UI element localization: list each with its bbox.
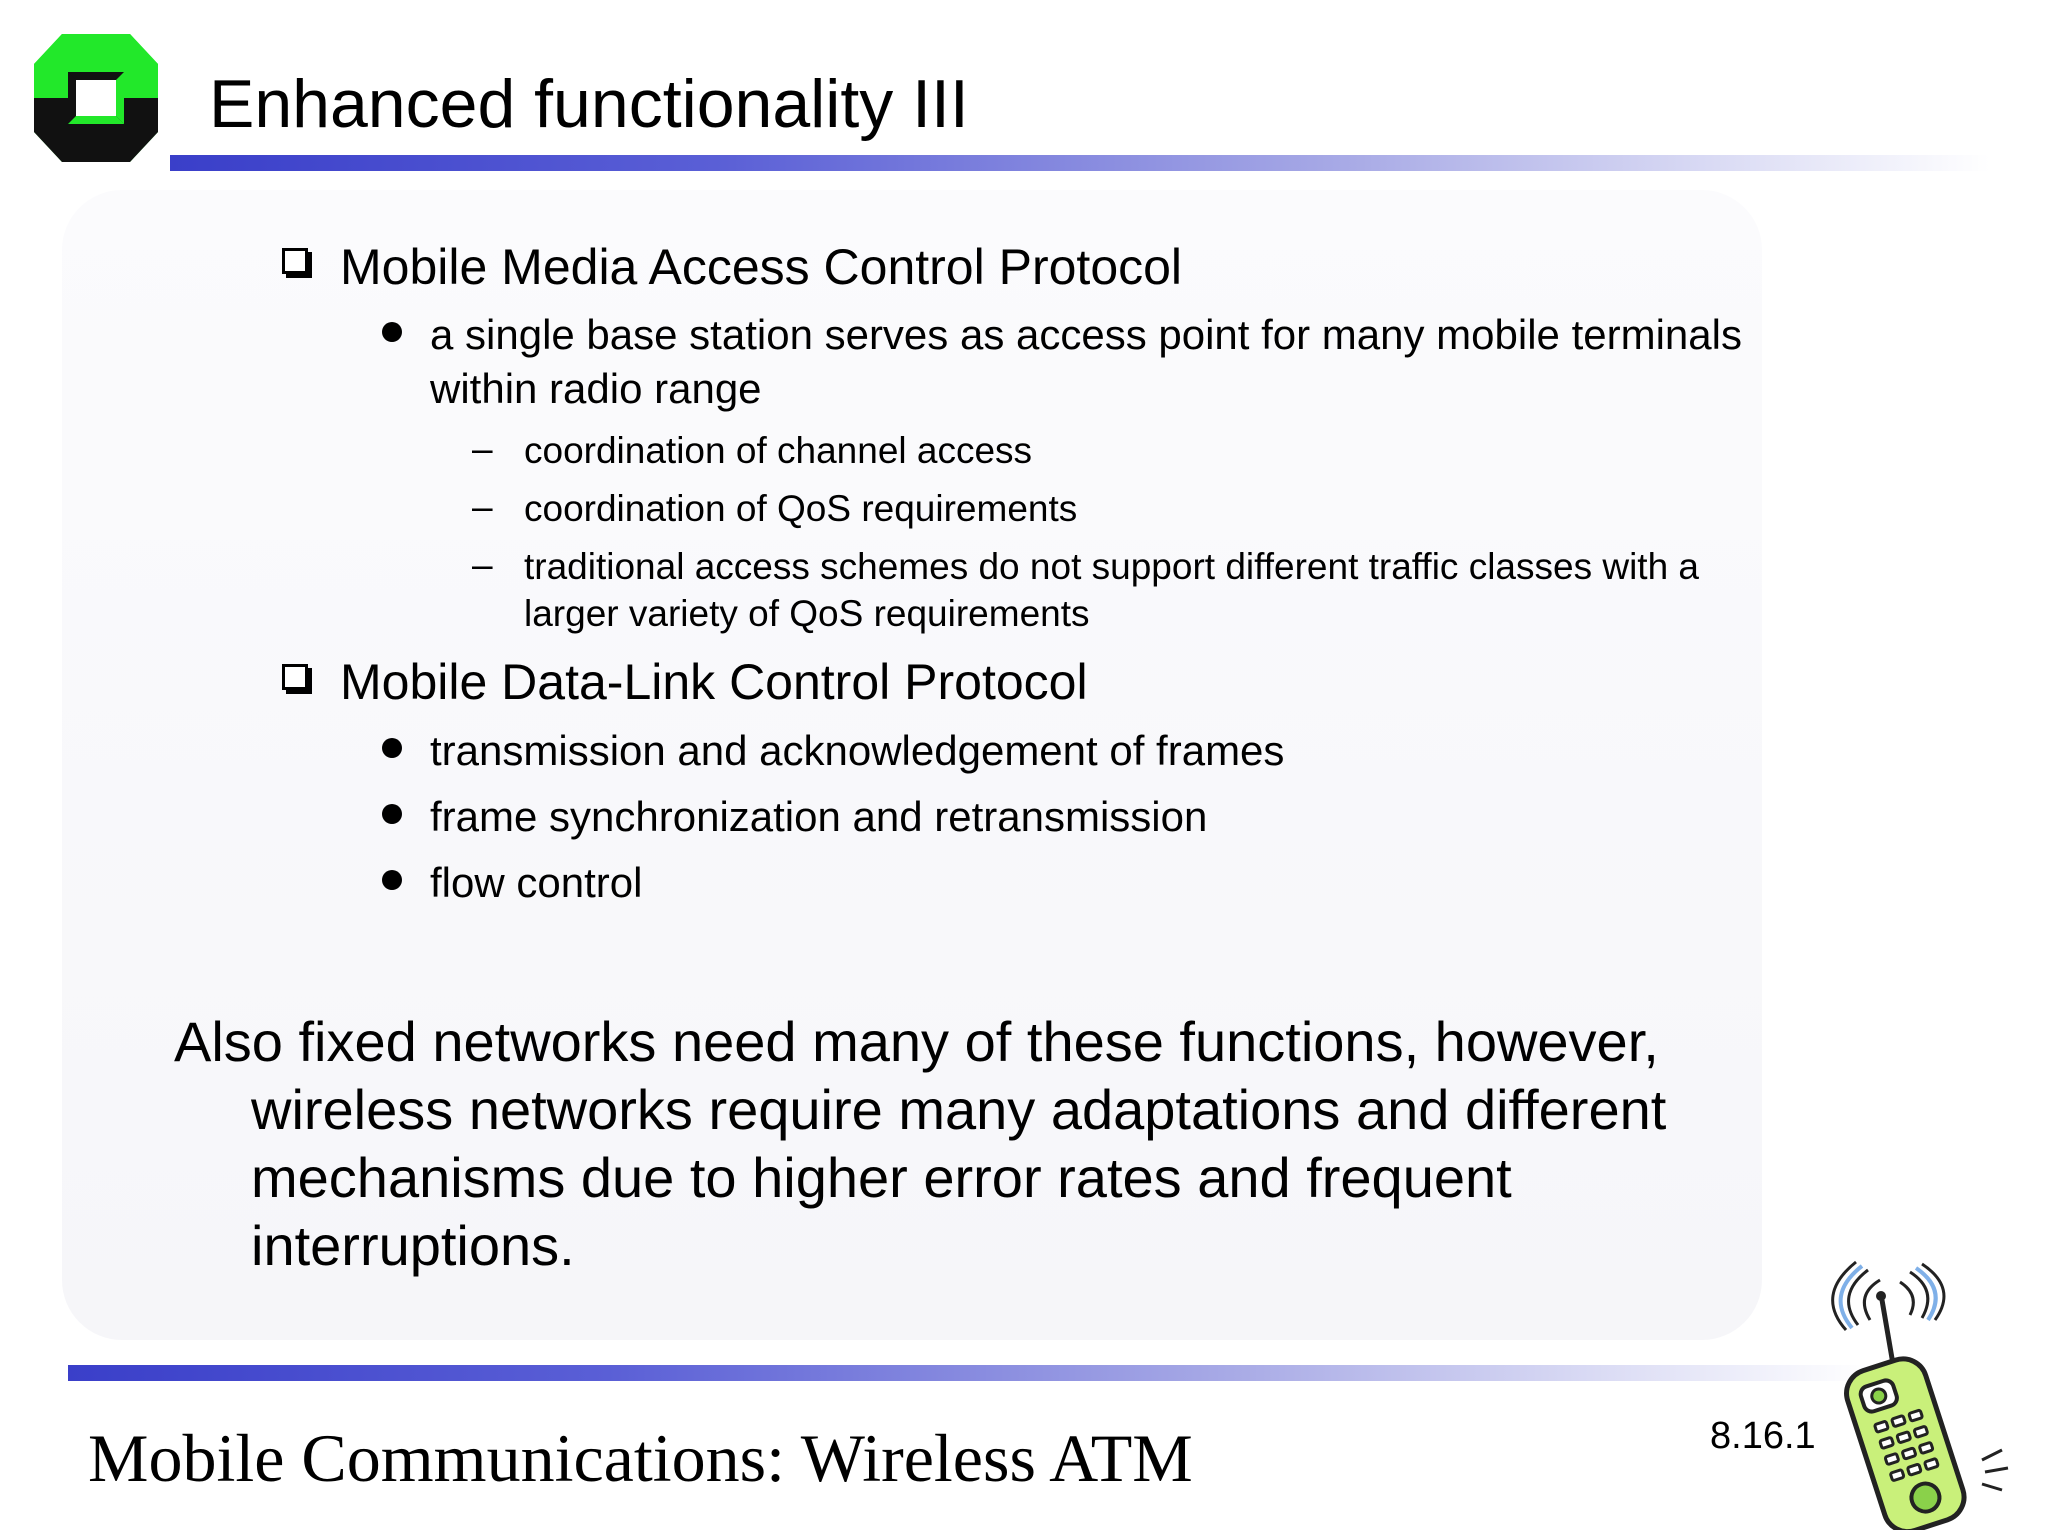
round-bullet-icon xyxy=(382,804,402,824)
page-number: 8.16.1 xyxy=(1710,1415,1816,1457)
summary-line: interruptions. xyxy=(251,1214,575,1277)
mobile-phone-icon xyxy=(1831,1260,2009,1530)
bullet-text-continued: within radio range xyxy=(430,365,762,412)
summary-paragraph: Also fixed networks need many of these f… xyxy=(174,1008,1666,1280)
content-background xyxy=(62,190,1762,1340)
slide-title: Enhanced functionality III xyxy=(209,66,969,142)
round-bullet-icon xyxy=(382,738,402,758)
dash-bullet-icon: – xyxy=(472,544,493,585)
footer-divider-bar xyxy=(68,1365,1868,1381)
footer-title: Mobile Communications: Wireless ATM xyxy=(88,1420,1193,1496)
sub-bullet-text: coordination of channel access xyxy=(524,430,1033,471)
sub-bullet-text: coordination of QoS requirements xyxy=(524,488,1078,529)
sub-bullet-text: traditional access schemes do not suppor… xyxy=(524,546,1700,587)
dash-bullet-icon: – xyxy=(472,486,493,527)
bullet-text: flow control xyxy=(430,859,643,906)
square-bullet-icon xyxy=(282,664,308,690)
summary-line: Also fixed networks need many of these f… xyxy=(174,1010,1659,1073)
bullet-heading: Mobile Media Access Control Protocol xyxy=(340,239,1183,295)
bullet-text: frame synchronization and retransmission xyxy=(430,793,1208,840)
bullet-text: transmission and acknowledgement of fram… xyxy=(430,727,1285,774)
summary-line: mechanisms due to higher error rates and… xyxy=(251,1146,1512,1209)
round-bullet-icon xyxy=(382,870,402,890)
bullet-text: a single base station serves as access p… xyxy=(430,311,1742,358)
summary-line: wireless networks require many adaptatio… xyxy=(251,1078,1667,1141)
university-logo-icon xyxy=(34,34,158,162)
title-underline-bar xyxy=(170,155,1990,171)
dash-bullet-icon: – xyxy=(472,428,493,469)
square-bullet-icon xyxy=(282,248,308,274)
round-bullet-icon xyxy=(382,322,402,342)
sub-bullet-text-continued: larger variety of QoS requirements xyxy=(524,593,1090,634)
bullet-heading: Mobile Data-Link Control Protocol xyxy=(340,654,1088,710)
